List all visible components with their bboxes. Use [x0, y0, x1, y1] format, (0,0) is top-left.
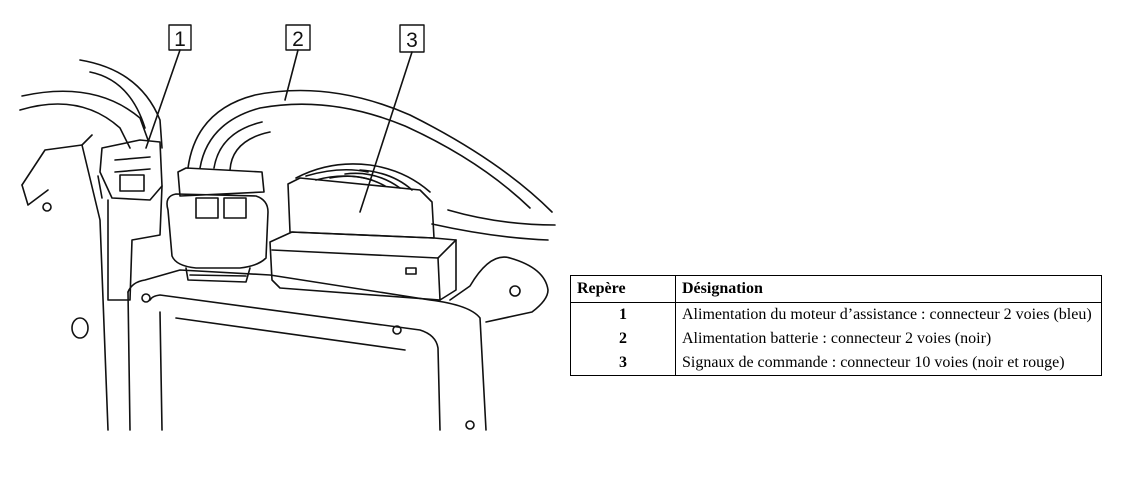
callout-3-leader — [359, 51, 413, 213]
table-row: 2 Alimentation batterie : connecteur 2 v… — [570, 327, 1102, 351]
row-number: 3 — [570, 351, 676, 376]
row-description: Alimentation batterie : connecteur 2 voi… — [675, 327, 1102, 351]
header-repere: Repère — [570, 275, 676, 303]
row-number: 2 — [570, 327, 676, 351]
callout-2-box — [285, 24, 311, 51]
harness-1 — [19, 59, 163, 149]
harness-2 — [187, 89, 556, 241]
callout-2-label: 2 — [292, 28, 304, 51]
row-description: Alimentation du moteur d’assistance : co… — [675, 302, 1102, 327]
callout-1-box — [168, 24, 192, 51]
module-housing — [127, 256, 549, 431]
callout-3-label: 3 — [406, 29, 418, 52]
mounting-plate — [21, 134, 109, 431]
table-header-row: Repère Désignation — [570, 275, 1102, 303]
callout-3-box — [399, 24, 425, 53]
connector-3 — [269, 163, 457, 301]
connector-drawing: 1 2 3 — [19, 24, 556, 431]
table-row: 3 Signaux de commande : connecteur 10 vo… — [570, 351, 1102, 376]
header-designation: Désignation — [675, 275, 1102, 303]
callout-1-leader — [145, 49, 181, 149]
row-description: Signaux de commande : connecteur 10 voie… — [675, 351, 1102, 376]
row-number: 1 — [570, 302, 676, 327]
designation-table: Repère Désignation 1 Alimentation du mot… — [570, 275, 1102, 376]
table-row: 1 Alimentation du moteur d’assistance : … — [570, 302, 1102, 327]
callout-1-label: 1 — [174, 28, 186, 51]
connector-1 — [97, 139, 163, 301]
connector-2 — [166, 167, 269, 283]
callout-2-leader — [284, 49, 299, 101]
